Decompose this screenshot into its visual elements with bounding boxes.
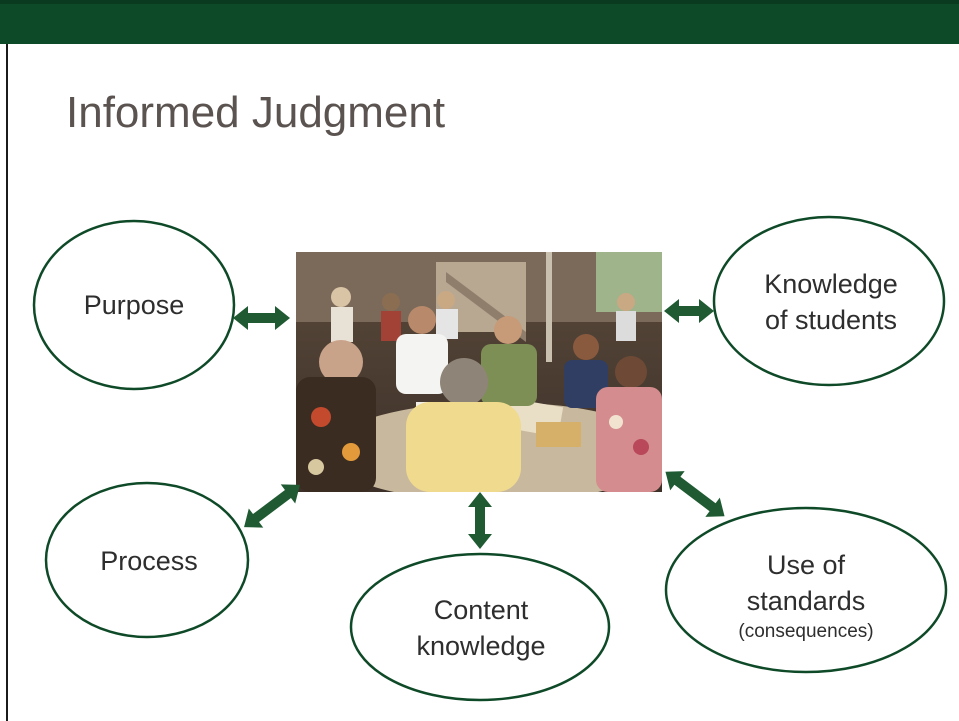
arrow-use-of-standards xyxy=(665,471,725,517)
purpose-text: Purpose xyxy=(83,290,185,320)
process-label: Process xyxy=(100,543,198,579)
slide-title: Informed Judgment xyxy=(66,88,446,137)
purpose-ellipse xyxy=(32,219,236,391)
knowledge-of-students-label: Knowledge of students xyxy=(764,266,898,338)
purpose-label: Purpose xyxy=(84,287,185,323)
arrow-purpose xyxy=(233,306,290,330)
header-line xyxy=(0,0,959,4)
process-text: Process xyxy=(100,546,198,576)
content-knowledge-ellipse xyxy=(349,552,611,702)
use-of-standards-label: Use of standards (consequences) xyxy=(738,547,873,645)
process-ellipse xyxy=(44,481,250,639)
content-knowledge-line1: Content xyxy=(433,595,529,625)
arrow-process xyxy=(244,484,300,528)
content-knowledge-line2: knowledge xyxy=(416,631,546,661)
knowledge-of-students-ellipse xyxy=(712,215,946,387)
slide-left-border xyxy=(6,44,8,721)
use-of-standards-line3: (consequences) xyxy=(738,621,874,642)
arrow-content-knowledge xyxy=(468,492,492,549)
arrow-knowledge-of-students xyxy=(664,299,714,323)
knowledge-of-students-line2: of students xyxy=(764,305,898,335)
use-of-standards-ellipse xyxy=(664,506,948,674)
header-bar xyxy=(0,0,959,44)
use-of-standards-line2: standards xyxy=(746,586,866,616)
use-of-standards-line1: Use of xyxy=(766,550,846,580)
content-knowledge-label: Content knowledge xyxy=(416,592,545,664)
group-discussion-photo xyxy=(296,252,662,492)
knowledge-of-students-line1: Knowledge xyxy=(764,269,898,299)
arrows xyxy=(233,299,725,549)
photo-illustration xyxy=(296,252,662,492)
